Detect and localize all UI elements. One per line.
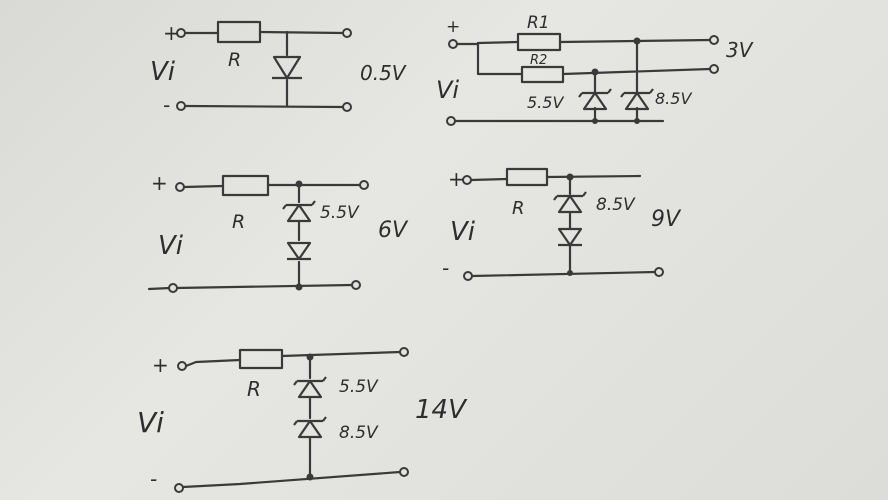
c5-zener-2-label: 8.5V — [339, 423, 379, 443]
c4-wires — [469, 174, 657, 278]
c1-input-label: Vi — [150, 57, 176, 87]
c5-resistor-label: R — [247, 377, 261, 401]
c5-zener-1-label: 5.5V — [339, 377, 379, 397]
c4-output-terminal-bottom — [654, 267, 664, 277]
c4-input-terminal-plus — [462, 175, 472, 185]
c2-output-label: 3V — [726, 38, 754, 62]
c4-resistor — [505, 167, 549, 187]
circuit-4: + - Vi R 8.5V 9V — [442, 167, 682, 281]
c1-output-terminal-top — [342, 28, 352, 38]
c5-zener-1 — [292, 375, 328, 399]
c5-node-top — [306, 353, 314, 361]
c5-plus-label: + — [152, 353, 169, 377]
c4-zener — [552, 190, 588, 214]
c2-resistor-2 — [520, 65, 565, 84]
c1-resistor — [216, 20, 262, 44]
c1-output-label: 0.5V — [360, 61, 407, 85]
c4-diode — [556, 227, 584, 247]
c2-wires — [453, 38, 712, 123]
c5-resistor — [238, 348, 284, 370]
c1-input-terminal-minus — [176, 101, 186, 111]
c3-resistor — [221, 174, 270, 197]
c2-input-terminal-plus — [448, 39, 458, 49]
c3-zener — [281, 199, 317, 223]
c5-minus-label: - — [150, 467, 157, 491]
c1-wires — [183, 30, 345, 109]
c5-input-label: Vi — [137, 406, 164, 439]
c3-diode — [285, 241, 313, 261]
c2-plus-label: + — [446, 17, 460, 37]
c2-input-terminal-minus — [446, 116, 456, 126]
c5-output-label: 14V — [415, 395, 468, 425]
c2-node-b — [633, 37, 641, 45]
c1-plus-label: + — [163, 21, 180, 45]
c3-input-terminal-plus — [175, 182, 185, 192]
c2-resistor-1 — [516, 32, 562, 52]
c4-minus-label: - — [442, 256, 449, 280]
circuit-3: + Vi R 5.5V 6V — [147, 171, 409, 293]
c1-output-terminal-bottom — [342, 102, 352, 112]
c5-input-terminal-minus — [174, 483, 184, 493]
c5-node-bottom — [306, 473, 314, 481]
circuit-2: + Vi R1 R2 5.5V 8.5V 3V — [436, 13, 754, 126]
c2-zener-1 — [577, 87, 613, 111]
c4-node-top — [566, 173, 574, 181]
c1-input-terminal-plus — [176, 28, 186, 38]
c4-input-terminal-minus — [463, 271, 473, 281]
c2-input-label: Vi — [436, 76, 459, 104]
c2-resistor-1-label: R1 — [527, 13, 550, 33]
c4-plus-label: + — [448, 167, 465, 191]
circuit-5: + - Vi R 5.5V 8.5V 14V — [137, 347, 468, 493]
c5-wires — [181, 350, 402, 489]
c2-node-c — [592, 118, 598, 124]
c3-input-terminal-minus — [168, 283, 178, 293]
c3-input-label: Vi — [158, 231, 184, 261]
c4-output-label: 9V — [651, 207, 682, 232]
c4-resistor-label: R — [512, 198, 525, 219]
c2-zener-2 — [619, 87, 655, 111]
c4-input-label: Vi — [450, 217, 476, 247]
c4-zener-label: 8.5V — [596, 195, 636, 215]
c3-resistor-label: R — [232, 211, 245, 233]
c2-output-terminal-2 — [709, 64, 719, 74]
c2-node-a — [591, 68, 599, 76]
c3-zener-label: 5.5V — [320, 203, 360, 223]
c2-output-terminal-1 — [709, 35, 719, 45]
c2-zener-1-label: 5.5V — [527, 93, 564, 112]
c1-diode — [272, 55, 302, 80]
c5-output-terminal-top — [399, 347, 409, 357]
c5-zener-2 — [292, 415, 328, 439]
c3-output-terminal-bottom — [351, 280, 361, 290]
circuit-1: + - Vi R 0.5V — [150, 20, 407, 117]
c3-output-label: 6V — [378, 218, 409, 243]
c3-output-terminal-top — [359, 180, 369, 190]
c2-zener-2-label: 8.5V — [655, 89, 692, 108]
c1-resistor-label: R — [228, 49, 241, 71]
c3-node-bottom — [295, 283, 303, 291]
c5-input-terminal-plus — [177, 361, 187, 371]
c5-output-terminal-bottom — [399, 467, 409, 477]
c3-plus-label: + — [151, 171, 168, 195]
c1-minus-label: - — [163, 93, 170, 117]
c3-node-top — [295, 180, 303, 188]
c2-resistor-2-label: R2 — [530, 53, 547, 68]
c4-node-bottom — [567, 270, 573, 276]
c2-node-d — [634, 118, 640, 124]
